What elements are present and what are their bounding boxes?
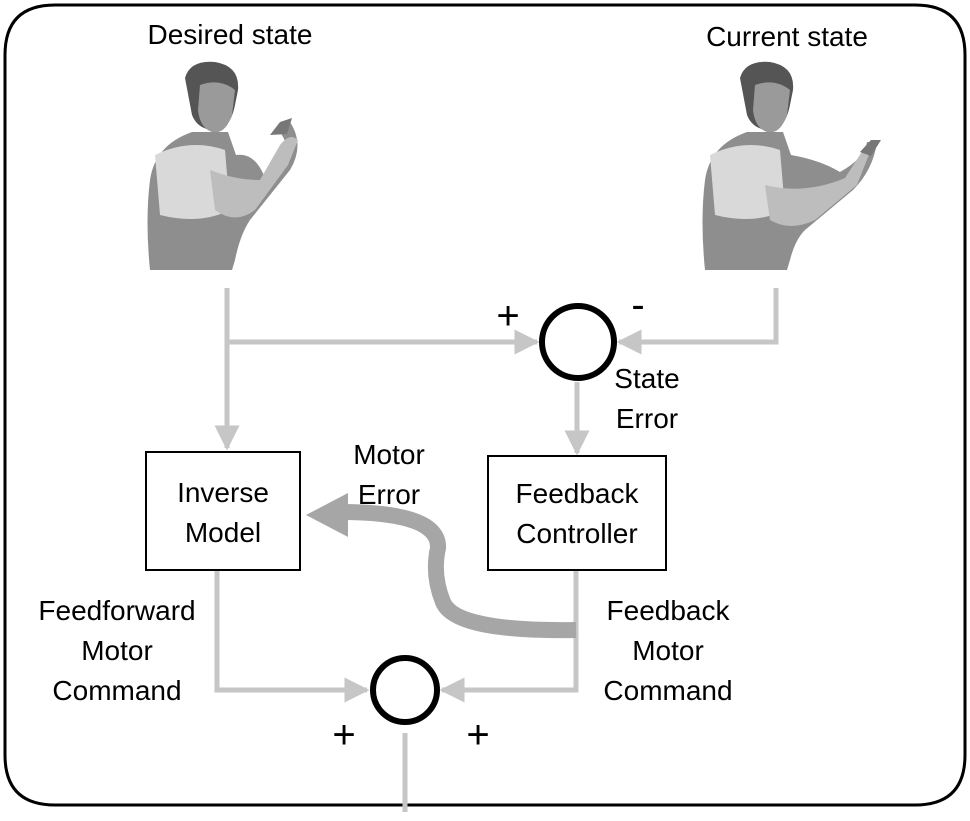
top-minus-sign: - [631,283,644,327]
desired-state-figure [147,61,298,270]
current-state-label: Current state [706,21,868,52]
feedback-command-label-line2: Motor [632,635,704,666]
current-state-line [616,288,779,355]
motor-error-arrowhead [306,493,348,537]
motor-error-path [339,504,577,639]
bottom-right-plus-sign: + [466,713,489,757]
feedback-command-line [439,570,579,703]
motor-error-label-line1: Motor [353,439,425,470]
top-plus-sign: + [496,294,519,338]
feedback-command-label-line3: Command [603,675,732,706]
state-error-label-line2: Error [616,403,678,434]
feedforward-label-line3: Command [52,675,181,706]
current-state-figure [702,61,881,270]
feedforward-command-line [214,570,370,703]
inverse-model-label-line2: Model [185,517,261,548]
feedback-command-label-line1: Feedback [607,595,731,626]
feedback-controller-box [487,455,667,571]
motor-error-label-line2: Error [358,479,420,510]
command-summing-junction [370,655,440,725]
feedback-controller-label-line2: Controller [516,518,637,549]
state-error-label-line1: State [614,363,679,394]
feedforward-label-line1: Feedforward [38,595,195,626]
diagram-frame [3,3,967,807]
state-comparator-junction [539,303,617,381]
feedforward-label-line2: Motor [81,635,153,666]
inverse-model-label-line1: Inverse [177,477,269,508]
desired-state-label: Desired state [148,19,313,50]
bottom-left-plus-sign: + [332,713,355,757]
feedback-controller-label-line1: Feedback [516,478,640,509]
inverse-model-box [145,451,301,571]
